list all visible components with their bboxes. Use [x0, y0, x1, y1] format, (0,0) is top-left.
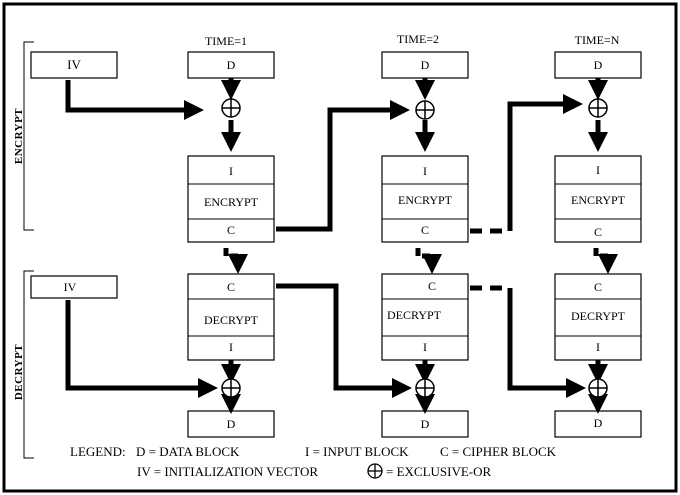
arrow-cipher1-to-xor-2: [276, 100, 410, 232]
encrypt-input-label-1: I: [229, 164, 233, 178]
decrypt-data-label-2: D: [421, 417, 430, 431]
encrypt-input-label-2: I: [423, 164, 427, 178]
encrypt-block-1: [187, 155, 275, 243]
legend-input-block: I = INPUT BLOCK: [305, 444, 409, 459]
decrypt-op-label-1: DECRYPT: [204, 313, 259, 327]
decrypt-data-box-n: [554, 410, 642, 438]
decrypt-data-label-1: D: [227, 417, 236, 431]
decrypt-op-label-2: DECRYPT: [387, 308, 442, 322]
encrypt-cipher-label-2: C: [421, 223, 429, 237]
encrypt-data-label-2: D: [421, 58, 430, 72]
decrypt-data-box-1: [187, 410, 275, 438]
legend-xor-icon: [367, 463, 383, 479]
xor-decrypt-1: [221, 378, 241, 398]
encrypt-side-label: ENCRYPT: [13, 108, 25, 164]
legend-iv: IV = INITIALIZATION VECTOR: [137, 464, 318, 479]
decrypt-block-n: [554, 273, 642, 361]
encrypt-block-2: [381, 155, 469, 243]
encrypt-input-label-n: I: [596, 163, 600, 177]
decrypt-data-box-2: [381, 410, 469, 438]
encrypt-data-box-n: [554, 51, 642, 79]
arrow-stepdown-2: [415, 248, 442, 274]
decrypt-iv-label: IV: [64, 280, 77, 294]
arrow-decrypt-c1-to-xor-2: [276, 283, 412, 398]
arrow-to-xor-n: [507, 94, 583, 231]
encrypt-iv-label: IV: [67, 57, 81, 72]
encrypt-iv-box: [30, 51, 118, 79]
encrypt-cipher-label-n: C: [594, 225, 602, 239]
time-label-2: TIME=2: [397, 32, 439, 46]
encrypt-op-label-2: ENCRYPT: [398, 193, 453, 207]
encrypt-data-label-1: D: [227, 58, 236, 72]
encrypt-bracket: [23, 41, 34, 231]
arrow-stepdown-1: [223, 248, 248, 274]
arrow-iv-to-xor-1: [65, 80, 204, 120]
xor-encrypt-1: [221, 98, 241, 118]
decrypt-bracket: [23, 270, 34, 459]
xor-decrypt-2: [415, 378, 435, 398]
encrypt-data-label-n: D: [594, 58, 603, 72]
time-label-n: TIME=N: [575, 33, 620, 47]
decrypt-data-label-n: D: [594, 416, 603, 430]
xor-encrypt-n: [588, 98, 608, 118]
legend-cipher-block: C = CIPHER BLOCK: [440, 444, 557, 459]
arrow-decrypt-to-xor-n: [507, 288, 586, 398]
decrypt-input-label-n: I: [596, 340, 600, 354]
decrypt-iv-box: [30, 275, 118, 299]
legend-prefix: LEGEND:: [70, 444, 126, 459]
encrypt-block-n: [554, 155, 642, 243]
decrypt-op-label-n: DECRYPT: [571, 309, 626, 323]
legend-data-block: D = DATA BLOCK: [136, 444, 240, 459]
time-label-1: TIME=1: [205, 34, 247, 48]
decrypt-block-2: [381, 273, 469, 361]
legend-xor: = EXCLUSIVE-OR: [386, 464, 492, 479]
decrypt-cipher-label-2: C: [428, 279, 436, 293]
xor-decrypt-n: [588, 378, 608, 398]
encrypt-cipher-label-1: C: [227, 223, 235, 237]
arrow-decrypt-iv-to-xor-1: [65, 300, 218, 398]
decrypt-cipher-label-n: C: [594, 280, 602, 294]
encrypt-op-label-n: ENCRYPT: [571, 193, 626, 207]
decrypt-input-label-1: I: [229, 340, 233, 354]
decrypt-cipher-label-1: C: [227, 280, 235, 294]
arrow-stepdown-n: [593, 248, 618, 274]
decrypt-input-label-2: I: [423, 340, 427, 354]
decrypt-side-label: DECRYPT: [13, 344, 25, 400]
encrypt-op-label-1: ENCRYPT: [204, 195, 259, 209]
xor-encrypt-2: [415, 100, 435, 120]
